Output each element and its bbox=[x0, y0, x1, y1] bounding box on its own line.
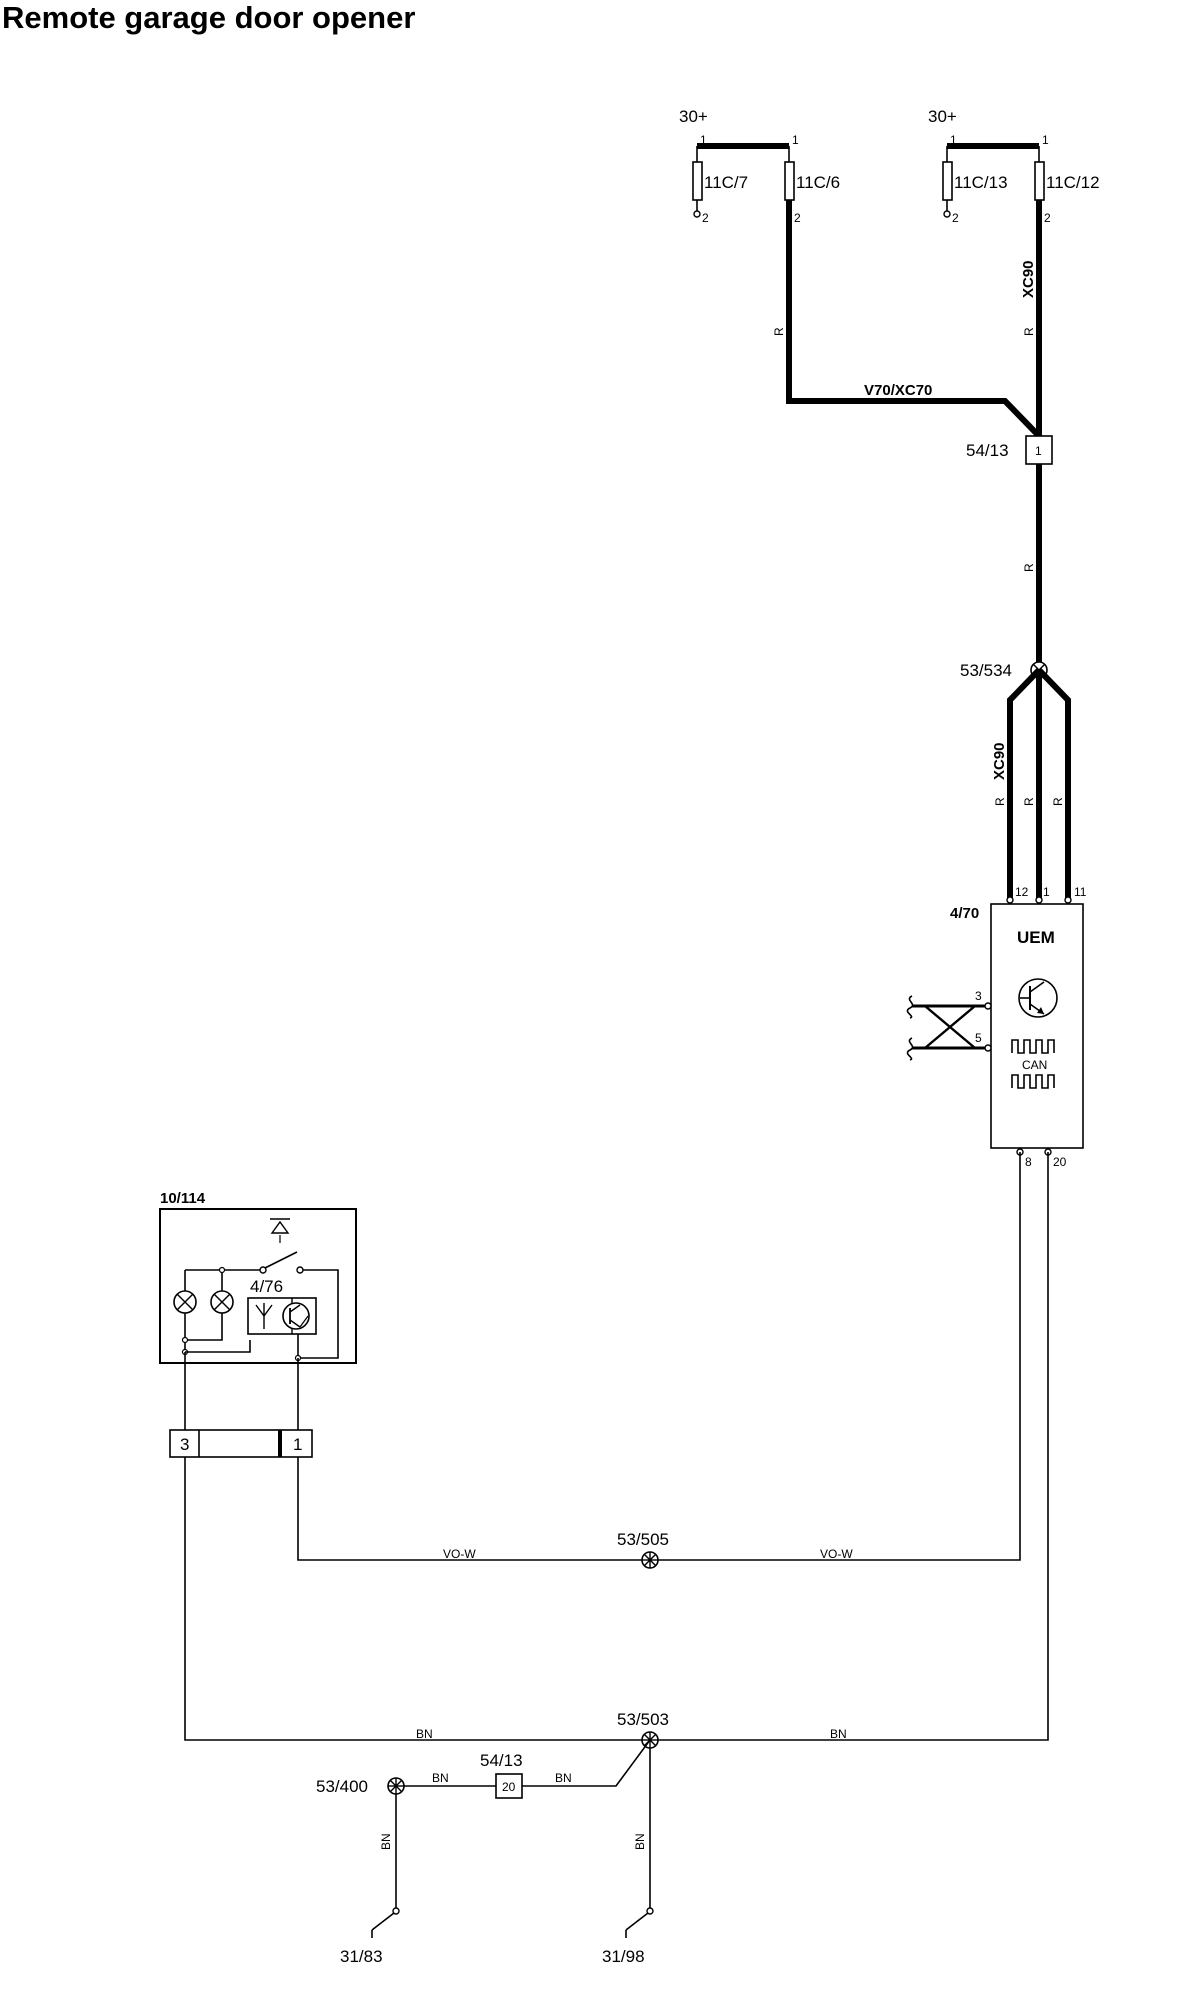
module-id: 10/114 bbox=[160, 1190, 206, 1207]
svg-text:11C/6: 11C/6 bbox=[796, 173, 840, 192]
svg-text:1: 1 bbox=[950, 133, 957, 147]
fuse-11c-13: 1 2 11C/13 bbox=[942, 133, 1008, 225]
wire-r-v70xc70 bbox=[786, 200, 1042, 439]
fuse-11c-12: 1 2 11C/12 bbox=[1034, 133, 1100, 225]
splice-53-400: 53/400 bbox=[316, 1777, 405, 1796]
svg-text:11C/7: 11C/7 bbox=[704, 173, 748, 192]
svg-text:2: 2 bbox=[1044, 211, 1051, 225]
wire-color-label: BN bbox=[830, 1727, 847, 1741]
svg-text:CAN: CAN bbox=[1022, 1058, 1047, 1072]
wire-r-uem-11 bbox=[1036, 667, 1071, 900]
wire-bn-main bbox=[184, 1152, 1049, 1741]
antenna-icon bbox=[255, 1303, 273, 1329]
variant-xc90-label: XC90 bbox=[991, 742, 1008, 780]
lamp-icon bbox=[173, 1290, 197, 1314]
wire-color-label: R bbox=[1051, 797, 1065, 806]
svg-text:4/76: 4/76 bbox=[250, 1277, 283, 1296]
svg-text:1: 1 bbox=[1043, 885, 1050, 899]
svg-text:2: 2 bbox=[794, 211, 801, 225]
svg-text:3: 3 bbox=[180, 1435, 189, 1454]
svg-text:20: 20 bbox=[1053, 1155, 1067, 1169]
fuse-11c-7: 1 2 11C/7 bbox=[692, 133, 748, 225]
svg-text:31/83: 31/83 bbox=[340, 1947, 383, 1966]
svg-text:1: 1 bbox=[293, 1435, 302, 1454]
fuse-11c-6: 1 2 11C/6 bbox=[784, 133, 840, 225]
wire-color-label: R bbox=[1022, 563, 1036, 572]
ground-31-83: 31/83 bbox=[340, 1907, 400, 1966]
svg-text:30+: 30+ bbox=[679, 107, 708, 126]
variant-v70xc70-label: V70/XC70 bbox=[864, 382, 932, 399]
wire-color-label: R bbox=[1022, 797, 1036, 806]
garage-door-icon bbox=[270, 1218, 290, 1243]
svg-text:1: 1 bbox=[700, 133, 707, 147]
uem-name: UEM bbox=[1017, 928, 1055, 947]
module-connector: 3 1 bbox=[169, 1429, 313, 1458]
can-twisted-pair bbox=[906, 995, 985, 1061]
svg-text:5: 5 bbox=[975, 1031, 982, 1045]
can-bus-icon: CAN bbox=[1011, 1039, 1055, 1089]
svg-text:1: 1 bbox=[792, 133, 799, 147]
lamp-icon bbox=[210, 1290, 234, 1314]
svg-text:30+: 30+ bbox=[928, 107, 957, 126]
splice-53-505: 53/505 bbox=[617, 1530, 669, 1569]
svg-text:54/13: 54/13 bbox=[966, 441, 1009, 460]
svg-text:2: 2 bbox=[702, 211, 709, 225]
variant-xc90-label: XC90 bbox=[1020, 260, 1037, 298]
ground-31-98: 31/98 bbox=[602, 1907, 654, 1966]
svg-text:2: 2 bbox=[952, 211, 959, 225]
uem-id: 4/70 bbox=[950, 905, 979, 922]
wire-r-uem-12 bbox=[1007, 667, 1042, 900]
supply-30-right: 30+ bbox=[928, 107, 957, 126]
svg-text:8: 8 bbox=[1025, 1155, 1032, 1169]
uem-module: 4/70 UEM 12 1 11 CAN 3 5 8 bbox=[950, 885, 1087, 1169]
svg-text:12: 12 bbox=[1015, 885, 1029, 899]
svg-text:11: 11 bbox=[1074, 885, 1087, 899]
wire-color-label: BN bbox=[379, 1833, 393, 1850]
svg-text:1: 1 bbox=[1042, 133, 1049, 147]
wire-color-label: BN bbox=[432, 1771, 449, 1785]
svg-text:53/503: 53/503 bbox=[617, 1710, 669, 1729]
connector-54-13-top: 1 54/13 bbox=[966, 435, 1053, 465]
svg-text:11C/13: 11C/13 bbox=[954, 173, 1008, 192]
wire-color-label: R bbox=[993, 797, 1007, 806]
wire-color-label: BN bbox=[416, 1727, 433, 1741]
transistor-icon bbox=[282, 1302, 310, 1330]
connector-54-13-bottom: 20 54/13 bbox=[480, 1751, 523, 1799]
splice-53-503: 53/503 bbox=[617, 1710, 669, 1749]
wire-color-label: R bbox=[1022, 327, 1036, 336]
wire-vo-w bbox=[297, 1152, 1021, 1561]
svg-text:53/400: 53/400 bbox=[316, 1777, 368, 1796]
svg-text:54/13: 54/13 bbox=[480, 1751, 523, 1770]
svg-text:53/534: 53/534 bbox=[960, 661, 1012, 680]
wire-color-label: VO-W bbox=[443, 1547, 476, 1561]
svg-text:20: 20 bbox=[502, 1780, 516, 1794]
wire-color-label: BN bbox=[633, 1833, 647, 1850]
module-10-114: 10/114 bbox=[159, 1190, 357, 1364]
svg-text:31/98: 31/98 bbox=[602, 1947, 645, 1966]
wire-color-label: VO-W bbox=[820, 1547, 853, 1561]
svg-text:1: 1 bbox=[1035, 444, 1042, 458]
receiver-4-76: 4/76 bbox=[247, 1277, 317, 1335]
wire-color-label: BN bbox=[555, 1771, 572, 1785]
svg-text:3: 3 bbox=[975, 989, 982, 1003]
page-title: Remote garage door opener bbox=[2, 0, 416, 35]
wire-bn-to-54-13 bbox=[522, 1739, 651, 1787]
wire-color-label: R bbox=[772, 327, 786, 336]
svg-text:11C/12: 11C/12 bbox=[1046, 173, 1100, 192]
svg-text:53/505: 53/505 bbox=[617, 1530, 669, 1549]
transistor-icon bbox=[1018, 978, 1058, 1018]
supply-30-left: 30+ bbox=[679, 107, 708, 126]
